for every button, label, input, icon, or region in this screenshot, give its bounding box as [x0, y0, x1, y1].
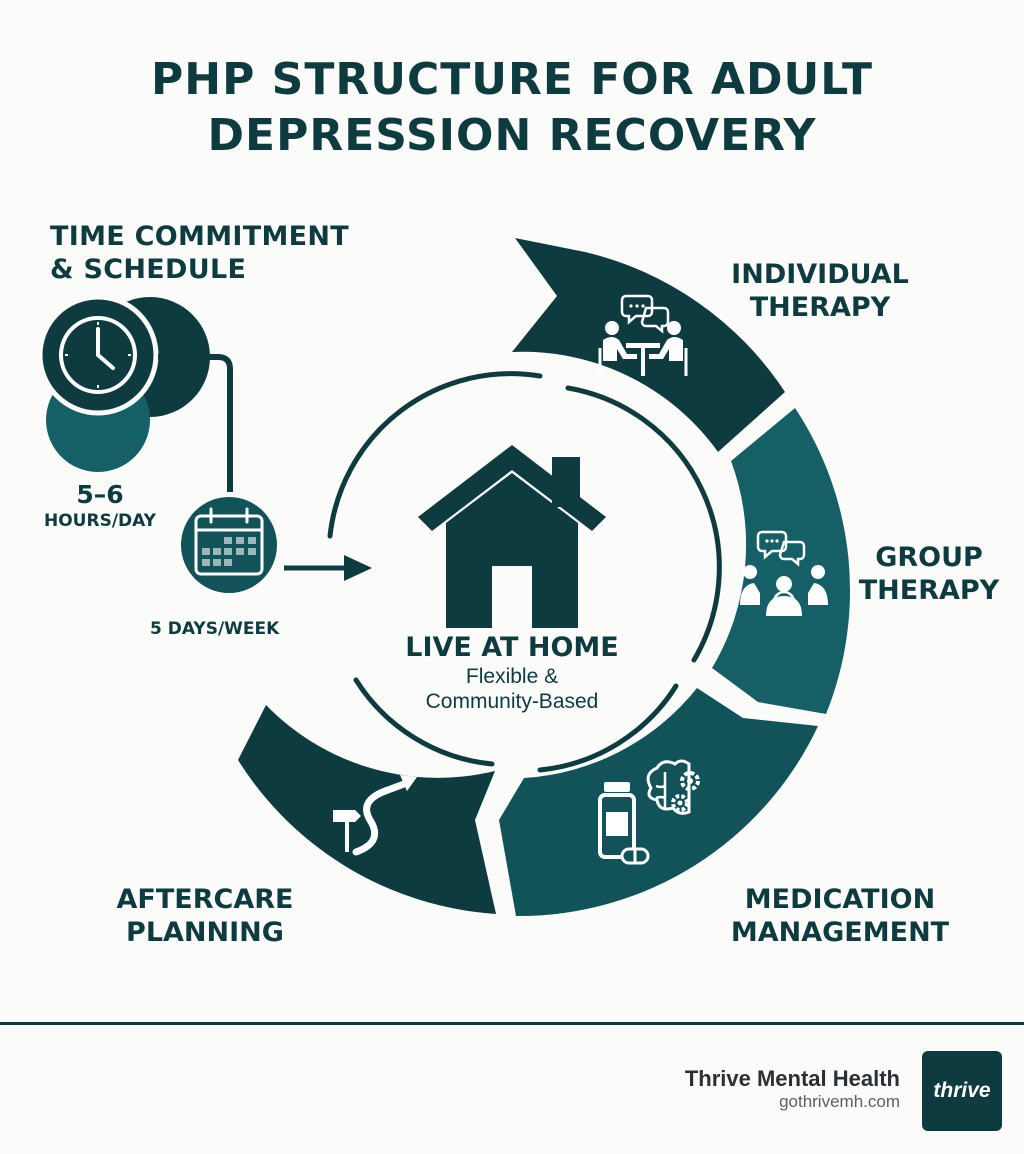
hours-value: 5–6: [76, 480, 124, 509]
brand-name: Thrive Mental Health: [684, 1066, 900, 1091]
time-heading-line-1: TIME COMMITMENT: [50, 221, 349, 252]
footer-divider: [0, 1022, 1024, 1025]
label-medication-management: MEDICATION MANAGEMENT: [730, 884, 950, 948]
center-title: LIVE AT HOME: [405, 632, 618, 663]
thrive-logo-text: thrive: [933, 1079, 991, 1102]
arrow-to-home: [284, 555, 372, 581]
clock-icon: [37, 294, 159, 416]
title-line-1: PHP STRUCTURE FOR ADULT: [151, 54, 873, 105]
house-icon: [418, 445, 606, 628]
page-title: PHP STRUCTURE FOR ADULT DEPRESSION RECOV…: [0, 52, 1024, 164]
calendar-icon: [181, 497, 277, 593]
label-individual-therapy: INDIVIDUAL THERAPY: [731, 259, 909, 323]
group-discussion-icon: [740, 530, 828, 616]
inner-ring: [327, 371, 722, 773]
thrive-logo: thrive: [922, 1051, 1002, 1131]
label-aftercare-planning: AFTERCARE PLANNING: [116, 884, 294, 948]
connector-line: [158, 354, 233, 492]
label-group-therapy: GROUP THERAPY: [858, 542, 1000, 606]
days-per-week: 5 DAYS/WEEK: [150, 619, 280, 639]
title-line-2: DEPRESSION RECOVERY: [207, 110, 817, 161]
time-commitment-heading: TIME COMMITMENT & SCHEDULE: [50, 220, 349, 286]
php-structure-diagram: LIVE AT HOME Flexible & Community-Based: [37, 238, 851, 917]
therapy-session-icon: [598, 294, 688, 376]
segment-group-therapy: [712, 408, 851, 714]
brand-url: gothrivemh.com: [779, 1092, 900, 1111]
center-subtitle-line-1: Flexible &: [466, 665, 558, 688]
hours-per-day: 5–6 HOURS/DAY: [20, 480, 180, 532]
center-subtitle-line-2: Community-Based: [426, 690, 599, 713]
medication-brain-icon: [598, 759, 700, 865]
hours-unit: HOURS/DAY: [44, 511, 156, 531]
time-heading-line-2: & SCHEDULE: [50, 254, 247, 285]
signpost-path-icon: [333, 775, 417, 856]
